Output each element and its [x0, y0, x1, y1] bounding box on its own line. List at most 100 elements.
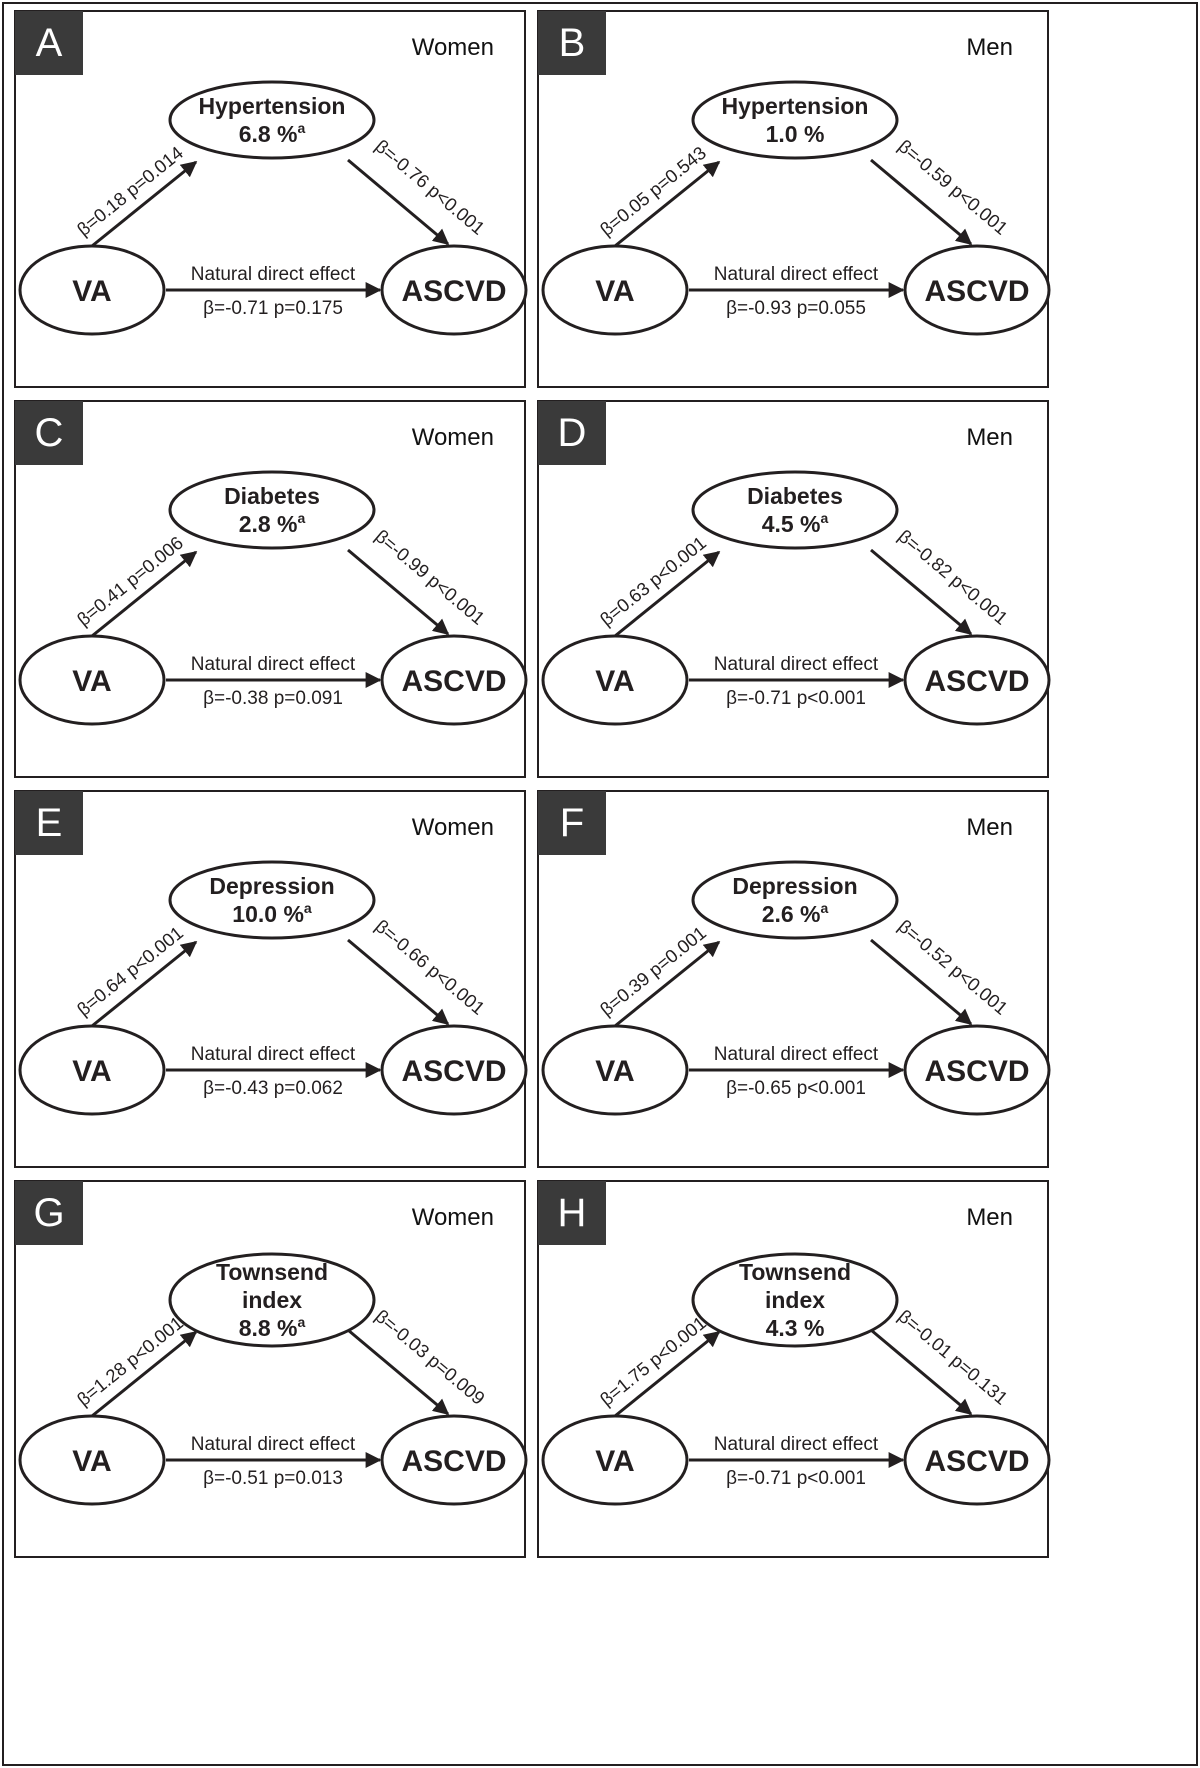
significance-superscript: a	[298, 120, 306, 136]
panel-letter: E	[15, 791, 83, 855]
outcome-node	[903, 634, 1051, 726]
mediator-label: Hypertension	[722, 93, 869, 119]
mediation-proportion: 4.5 %a	[762, 510, 829, 537]
outcome-node	[903, 1024, 1051, 1116]
outcome-label: ASCVD	[924, 275, 1029, 308]
path-a-arrow	[614, 160, 721, 248]
sex-label: Men	[966, 814, 1013, 841]
panel-letter: G	[15, 1181, 83, 1245]
mediation-percent: 2.8 %	[239, 511, 298, 537]
path-b-estimate: β=-0.01 p=0.131	[894, 1305, 1012, 1409]
mediator-label: index	[242, 1287, 302, 1313]
mediator-node	[168, 860, 376, 940]
sex-label: Women	[411, 814, 494, 841]
panel-letter: D	[538, 401, 606, 465]
path-a-estimate: β=0.18 p=0.014	[73, 142, 187, 240]
path-b-arrow	[870, 1328, 973, 1416]
panel-letter: A	[15, 11, 83, 75]
outcome-label: ASCVD	[924, 1055, 1029, 1088]
panel-letter: B	[538, 11, 606, 75]
sex-label: Women	[411, 424, 494, 451]
path-a-arrow	[614, 940, 721, 1028]
direct-effect-title: Natural direct effect	[714, 264, 879, 285]
path-a-estimate: β=0.64 p<0.001	[73, 922, 187, 1020]
path-a-arrow	[91, 160, 198, 248]
exposure-label: VA	[595, 665, 634, 698]
direct-effect-title: Natural direct effect	[714, 654, 879, 675]
path-b-estimate: β=-0.76 p<0.001	[371, 135, 489, 239]
mediator-node	[691, 470, 899, 550]
mediation-percent: 8.8 %	[239, 1315, 298, 1341]
path-b-arrow	[347, 548, 450, 636]
exposure-label: VA	[595, 1055, 634, 1088]
sex-label: Women	[411, 34, 494, 61]
significance-superscript: a	[298, 1314, 306, 1330]
exposure-label: VA	[72, 665, 111, 698]
direct-effect-title: Natural direct effect	[714, 1434, 879, 1455]
path-b-arrow	[870, 158, 973, 246]
mediator-label: Diabetes	[224, 483, 320, 509]
exposure-label: VA	[72, 1445, 111, 1478]
sex-label: Men	[966, 424, 1013, 451]
direct-effect-estimate: β=-0.71 p=0.175	[203, 298, 343, 319]
outcome-label: ASCVD	[401, 1055, 506, 1088]
outcome-label: ASCVD	[401, 1445, 506, 1478]
sex-label: Men	[966, 34, 1013, 61]
path-b-estimate: β=-0.66 p<0.001	[371, 915, 489, 1019]
mediator-label: index	[765, 1287, 825, 1313]
panel-letter: C	[15, 401, 83, 465]
path-a-arrow	[91, 550, 198, 638]
path-a-estimate: β=1.75 p<0.001	[596, 1312, 710, 1410]
direct-effect-title: Natural direct effect	[191, 654, 356, 675]
mediation-proportion: 6.8 %a	[239, 120, 306, 147]
mediator-node	[168, 470, 376, 550]
outcome-node	[903, 1414, 1051, 1506]
panel-letter: H	[538, 1181, 606, 1245]
direct-effect-estimate: β=-0.38 p=0.091	[203, 688, 343, 709]
mediator-node	[168, 80, 376, 160]
path-a-arrow	[91, 940, 198, 1028]
outcome-node	[380, 1024, 528, 1116]
mediation-percent: 4.5 %	[762, 511, 821, 537]
mediator-node	[168, 1252, 376, 1348]
sex-label: Women	[411, 1204, 494, 1231]
direct-effect-title: Natural direct effect	[191, 1434, 356, 1455]
exposure-label: VA	[595, 275, 634, 308]
path-b-estimate: β=-0.52 p<0.001	[894, 915, 1012, 1019]
path-a-arrow	[91, 1330, 198, 1418]
direct-effect-estimate: β=-0.51 p=0.013	[203, 1468, 343, 1489]
mediation-percent: 10.0 %	[232, 901, 304, 927]
path-b-arrow	[347, 938, 450, 1026]
exposure-label: VA	[595, 1445, 634, 1478]
outcome-node	[380, 1414, 528, 1506]
mediator-label: Depression	[209, 873, 334, 899]
outcome-node	[903, 244, 1051, 336]
direct-effect-estimate: β=-0.71 p<0.001	[726, 688, 866, 709]
mediation-proportion: 2.8 %a	[239, 510, 306, 537]
direct-effect-estimate: β=-0.43 p=0.062	[203, 1078, 343, 1099]
path-b-arrow	[870, 548, 973, 636]
direct-effect-title: Natural direct effect	[191, 264, 356, 285]
path-b-estimate: β=-0.82 p<0.001	[894, 525, 1012, 629]
path-a-estimate: β=1.28 p<0.001	[73, 1312, 187, 1410]
direct-effect-title: Natural direct effect	[191, 1044, 356, 1065]
path-a-estimate: β=0.41 p=0.006	[73, 532, 187, 630]
mediation-proportion: 8.8 %a	[239, 1314, 306, 1341]
mediator-label: Townsend	[216, 1259, 328, 1285]
mediator-node	[691, 1252, 899, 1348]
